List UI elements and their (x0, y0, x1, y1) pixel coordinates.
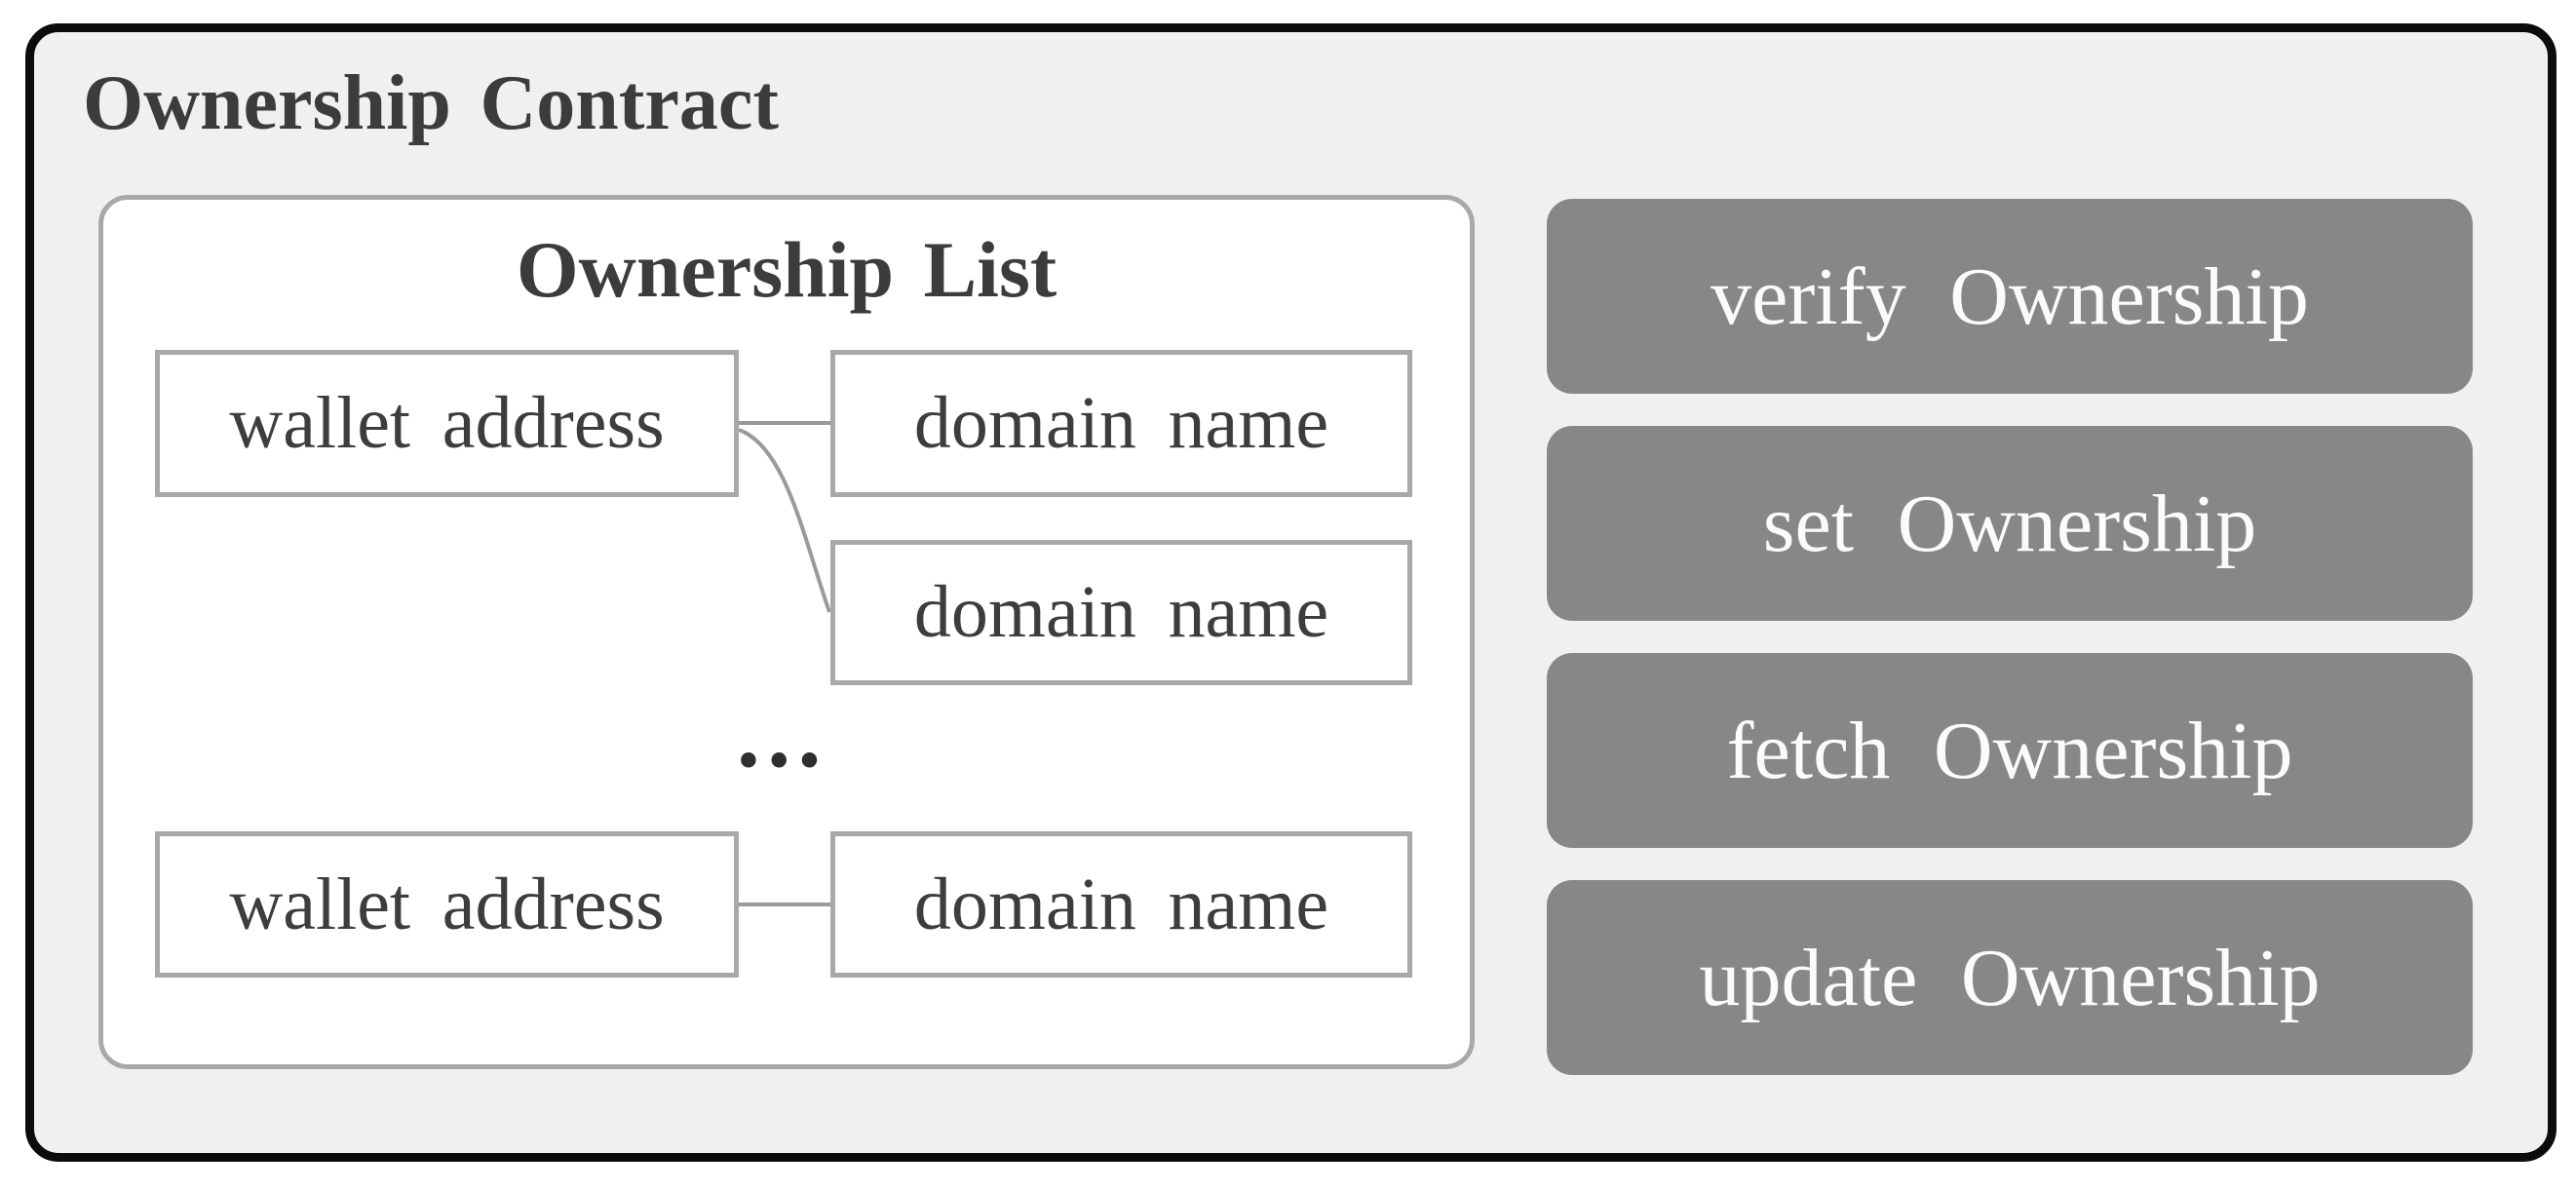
node-domain-name-2: domain name (830, 540, 1412, 685)
node-wallet-address-1: wallet address (155, 350, 739, 497)
node-wallet-address-2: wallet address (155, 831, 739, 978)
connector-wallet1-domain2 (738, 428, 831, 613)
ownership-list-title: Ownership List (516, 225, 1057, 314)
set-ownership-button[interactable]: set Ownership (1547, 426, 2473, 621)
panel-title: Ownership Contract (83, 60, 780, 146)
update-ownership-button[interactable]: update Ownership (1547, 880, 2473, 1075)
ellipsis: ... (736, 683, 829, 787)
fetch-ownership-button[interactable]: fetch Ownership (1547, 653, 2473, 848)
node-domain-name-3: domain name (830, 831, 1412, 978)
verify-ownership-button[interactable]: verify Ownership (1547, 199, 2473, 394)
node-domain-name-1: domain name (830, 350, 1412, 497)
